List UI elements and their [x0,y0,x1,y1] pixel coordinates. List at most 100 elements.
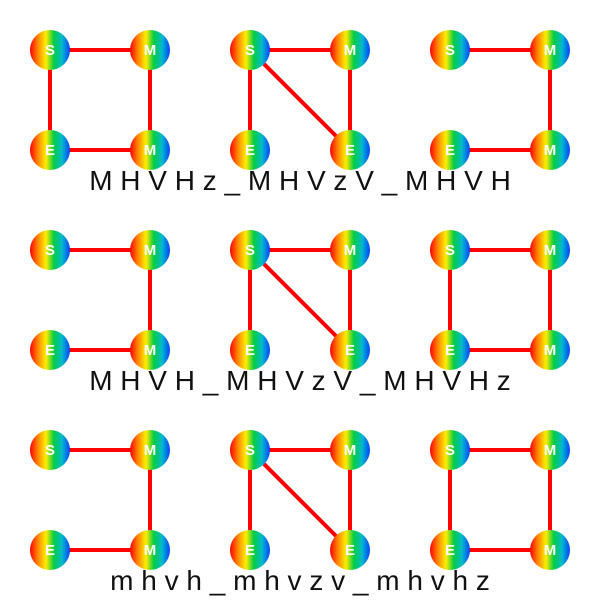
node-r2-d2-tl: S [230,230,270,270]
node-r2-d1-tl: S [30,230,70,270]
node-label: M [144,442,157,459]
node-label: M [144,342,157,359]
node-r1-d3-tr: M [530,30,570,70]
node-label: S [445,42,455,59]
node-r1-d2-bl: E [230,130,270,170]
node-label: E [345,142,355,159]
node-label: M [144,42,157,59]
node-circle [530,30,570,70]
node-circle [30,430,70,470]
node-circle [230,130,270,170]
node-r3-d3-br: M [530,530,570,570]
node-r3-d1-bl: E [30,530,70,570]
node-label: S [45,442,55,459]
node-label: E [345,342,355,359]
node-label: S [45,242,55,259]
node-circle [430,330,470,370]
node-r1-d3-bl: E [430,130,470,170]
node-circle [530,530,570,570]
node-label: M [344,442,357,459]
node-circle [130,330,170,370]
node-r3-d1-br: M [130,530,170,570]
node-circle [230,430,270,470]
node-circle [30,530,70,570]
node-label: E [45,542,55,559]
node-label: M [144,242,157,259]
node-circle [230,230,270,270]
node-r2-d3-bl: E [430,330,470,370]
node-circle [30,130,70,170]
node-circle [330,230,370,270]
node-label: E [245,142,255,159]
node-r1-d1-br: M [130,130,170,170]
edge-r1-d2-br-tl [248,48,352,152]
node-label: S [245,242,255,259]
node-circle [330,330,370,370]
node-circle [530,430,570,470]
node-r3-d2-bl: E [230,530,270,570]
node-label: M [544,142,557,159]
node-circle [430,430,470,470]
node-label: E [245,542,255,559]
node-r2-d3-tr: M [530,230,570,270]
node-circle [30,230,70,270]
node-circle [330,530,370,570]
node-r3-d2-tl: S [230,430,270,470]
node-r2-d2-tr: M [330,230,370,270]
edge-r2-d2-br-tl [248,248,352,352]
row-2-caption: M H V H _ M H V z V _ M H V H z [89,365,511,396]
node-r2-d1-tr: M [130,230,170,270]
node-circle [230,530,270,570]
node-circle [130,530,170,570]
node-circle [30,30,70,70]
node-r3-d3-tl: S [430,430,470,470]
captions-layer: M H V H z _ M H V z V _ M H V H M H V H … [89,165,511,596]
node-label: E [45,142,55,159]
node-circle [130,30,170,70]
node-label: M [144,142,157,159]
row-3-caption: m h v h _ m h v z v _ m h v h z [110,565,490,596]
node-circle [130,430,170,470]
node-circle [430,30,470,70]
node-r2-d1-bl: E [30,330,70,370]
node-r2-d3-tl: S [430,230,470,270]
node-r1-d1-tr: M [130,30,170,70]
node-r3-d2-br: E [330,530,370,570]
node-r1-d2-br: E [330,130,370,170]
node-label: M [344,242,357,259]
node-r3-d3-tr: M [530,430,570,470]
node-r2-d2-bl: E [230,330,270,370]
node-r1-d3-br: M [530,130,570,170]
node-circle [130,130,170,170]
node-r1-d3-tl: S [430,30,470,70]
node-label: E [445,142,455,159]
node-r1-d2-tr: M [330,30,370,70]
node-label: M [344,42,357,59]
node-r3-d3-bl: E [430,530,470,570]
node-label: E [45,342,55,359]
node-label: S [45,42,55,59]
node-label: S [245,442,255,459]
node-r3-d1-tl: S [30,430,70,470]
node-label: S [445,242,455,259]
node-r2-d1-br: M [130,330,170,370]
node-circle [530,230,570,270]
edge-r3-d2-br-tl [248,448,352,552]
edges-layer [48,48,552,552]
node-r1-d1-bl: E [30,130,70,170]
node-circle [330,430,370,470]
node-circle [430,530,470,570]
node-circle [330,30,370,70]
node-label: E [345,542,355,559]
node-circle [430,230,470,270]
node-label: M [544,342,557,359]
node-circle [230,330,270,370]
node-circle [30,330,70,370]
node-circle [430,130,470,170]
node-label: M [544,542,557,559]
node-label: E [445,342,455,359]
node-circle [530,330,570,370]
node-label: M [544,42,557,59]
